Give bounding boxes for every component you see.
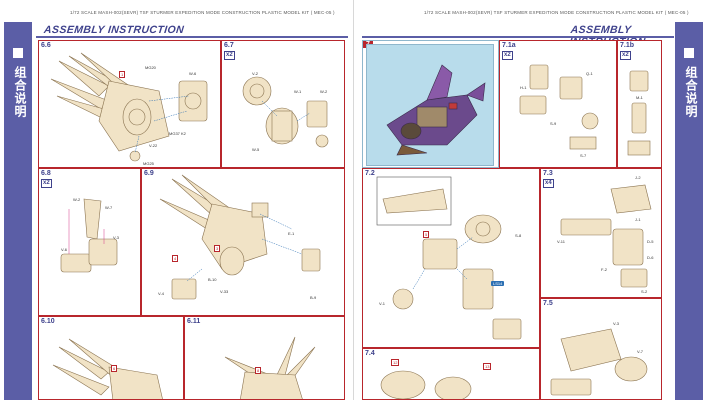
part-diagram	[560, 184, 652, 288]
part-diagram	[159, 174, 321, 300]
part-box-label: 13	[483, 363, 492, 370]
part-box-label: 5	[423, 231, 430, 238]
part-label: W-7	[105, 205, 113, 210]
side-label: 组合说明	[13, 66, 27, 118]
part-label: V-3	[613, 321, 620, 326]
part-label: D-5	[647, 239, 654, 244]
part-box-label: 3	[214, 245, 221, 252]
step-panel-7-5: 7.5 V-3 V-7	[540, 298, 662, 400]
side-tab-right: 组合说明	[675, 22, 703, 400]
part-label: S-7	[580, 153, 587, 158]
part-label: V-7	[637, 349, 644, 354]
part-label: MG25	[143, 161, 154, 166]
part-label: W-6	[189, 71, 197, 76]
part-diagram	[50, 52, 208, 162]
part-diagram	[550, 328, 648, 396]
part-diagram	[52, 338, 163, 399]
part-label: V-6	[61, 247, 68, 252]
part-label: V-4	[158, 291, 165, 296]
step-panel-6-9: 6.9 E-1 B-10 V-33 B-9 V-4 4 3	[141, 168, 345, 316]
part-diagram	[376, 176, 522, 340]
part-diagram	[224, 336, 316, 399]
part-diagram	[519, 64, 599, 150]
part-box-label: 6	[111, 365, 118, 372]
part-label: S-8	[515, 233, 522, 238]
side-tab-left: 组合说明	[4, 22, 32, 400]
quantity-badge: x2	[620, 51, 631, 60]
part-label: Q-1	[586, 71, 593, 76]
part-label: W-2	[73, 197, 81, 202]
step-number: 6.11	[187, 318, 201, 325]
callout-label: LS14	[491, 281, 505, 286]
step-number: 6.8	[41, 170, 51, 177]
part-label: V-3	[113, 235, 120, 240]
part-label: S-2	[641, 289, 648, 294]
quantity-badge: x2	[502, 51, 513, 60]
side-label: 组合说明	[684, 66, 698, 118]
part-diagram	[60, 198, 118, 273]
step-number: 7.4	[365, 350, 375, 357]
quantity-badge: x2	[41, 179, 52, 188]
step-number: 7.3	[543, 170, 553, 177]
part-label: J-2	[635, 175, 641, 180]
step-panel-7-3: 7.3 x4 J-2 J-1 V-11 F-2 D-5 D-6 S-2	[540, 168, 662, 298]
part-label: H-1	[520, 85, 527, 90]
part-label: V-2	[252, 71, 259, 76]
part-label: D-6	[647, 255, 654, 260]
quantity-badge: x2	[224, 51, 235, 60]
part-box-label: 8	[255, 367, 262, 374]
step-number: 7.1a	[502, 42, 516, 49]
part-label: E-1	[288, 231, 295, 236]
part-label: B-10	[208, 277, 217, 282]
part-label: V-11	[557, 239, 565, 244]
step-panel-6-7: 6.7 x2 V-2 W-1 W-2 W-5	[221, 40, 345, 168]
part-label: M-1	[636, 95, 643, 100]
part-label: MG37 K2	[169, 131, 186, 136]
step-panel-6-11: 6.11 8	[184, 316, 345, 400]
step-number: 7.1b	[620, 42, 635, 49]
step-panel-7-2: 7.2 V-1 S-8 5 LS14	[362, 168, 540, 348]
step-number: 7.2	[365, 170, 375, 177]
header-rule	[36, 36, 348, 38]
step-number: 6.10	[41, 318, 55, 325]
step-number: 6.6	[41, 42, 51, 49]
header-rule	[362, 36, 674, 38]
part-box-label: 1	[119, 71, 126, 78]
kit-header-text: 1/72 SCALE MASH-002(SEVR) TSF STURMER EX…	[70, 10, 335, 15]
part-label: S-9	[550, 121, 557, 126]
part-label: V-1	[379, 301, 386, 306]
step-panel-6-10: 6.10 6	[38, 316, 184, 400]
part-diagram	[627, 70, 651, 156]
square-icon	[684, 48, 694, 58]
step-number: 7.5	[543, 300, 553, 307]
part-label: W-5	[252, 147, 260, 152]
part-box-label: 4	[172, 255, 179, 262]
part-label: B-9	[310, 295, 317, 300]
step-number: 6.7	[224, 42, 234, 49]
part-box-label: 12	[391, 359, 400, 366]
square-icon	[13, 48, 23, 58]
part-label: V-22	[149, 143, 158, 148]
model-photo-image	[386, 64, 486, 156]
kit-header-text: 1/72 SCALE MASH-002(SEVR) TSF STURMER EX…	[424, 10, 689, 15]
page-title: ASSEMBLY INSTRUCTION	[43, 24, 185, 36]
step-panel-7-4: 7.4 12 13	[362, 348, 540, 400]
part-label: W-2	[320, 89, 328, 94]
step-panel-7-1a: 7.1a x2 H-1 Q-1 S-9 S-7	[499, 40, 617, 168]
step-panel-6-8: 6.8 x2 W-2 W-7 V-6 V-3	[38, 168, 141, 316]
step-panel-6-6: 6.6 MG20 W-6 MG37 K2 V-22 MG25 1	[38, 40, 221, 168]
part-label: J-1	[635, 217, 641, 222]
step-panel-7-1b: 7.1b x2 M-1	[617, 40, 662, 168]
part-diagram	[380, 370, 472, 399]
part-diagram	[242, 76, 329, 148]
step-number: 6.9	[144, 170, 154, 177]
part-label: MG20	[145, 65, 156, 70]
model-photo	[366, 44, 494, 166]
part-label: V-33	[220, 289, 229, 294]
page-fold	[353, 0, 354, 400]
part-label: F-2	[601, 267, 607, 272]
part-label: W-1	[294, 89, 302, 94]
quantity-badge: x4	[543, 179, 554, 188]
